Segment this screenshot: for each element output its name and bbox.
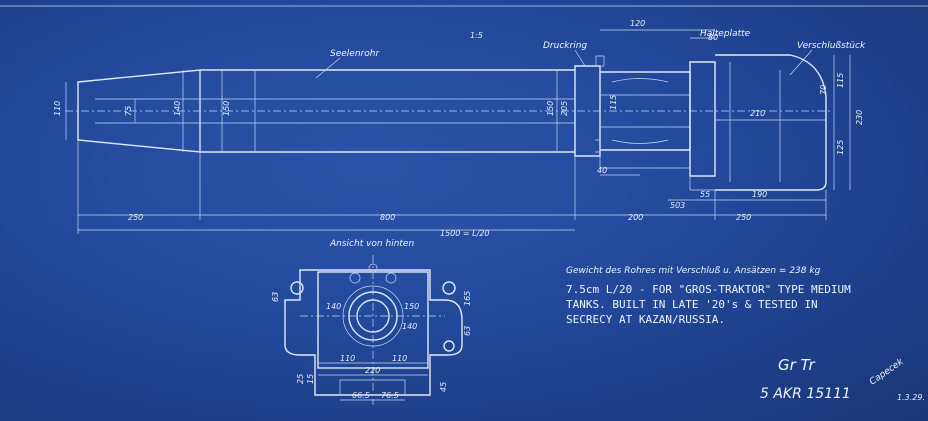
rear-dim-right-upper: 165 (463, 291, 472, 306)
dim-ring-inner: 150 (546, 101, 555, 116)
label-breech-block: Verschlußstück (797, 41, 866, 51)
dim-len-muzzle: 250 (128, 213, 143, 222)
dim-breech-inner: 210 (750, 109, 765, 118)
rear-dim-width: 220 (365, 366, 380, 375)
rear-dim-left-height: 63 (271, 292, 280, 302)
rear-dim-right-lower: 63 (463, 326, 472, 336)
dim-lower: 125 (836, 140, 845, 155)
note-weight: Gewicht des Rohres mit Verschluß u. Ansä… (566, 266, 821, 276)
rear-dim-base-left: 66.5 (352, 391, 370, 400)
dim-chamber: 115 (609, 95, 618, 110)
dim-ring-width: 40 (597, 166, 607, 175)
title-date: 1.3.29. (897, 393, 925, 402)
title-code: Gr Tr (778, 356, 816, 374)
rear-dim-bottom-b: 15 (306, 374, 315, 384)
dim-breech-length: 120 (630, 19, 645, 28)
label-pressure-ring: Druckring (543, 41, 587, 51)
rear-dim-bore-left: 140 (326, 302, 341, 311)
dim-len-middle: 800 (380, 213, 395, 222)
title-signature: Capecek (868, 357, 906, 388)
dim-barrel-mid: 140 (173, 101, 182, 116)
dim-span-c: 190 (752, 190, 767, 199)
rear-dim-base-right: 76.5 (381, 391, 399, 400)
rear-dim-bottom-a: 25 (296, 374, 305, 384)
label-barrel: Seelenrohr (330, 49, 380, 59)
note-line-1: 7.5cm L/20 - FOR "GROS-TRAKTOR" TYPE MED… (566, 283, 851, 296)
barrel-side-view (65, 54, 830, 191)
dim-len-rear: 200 (628, 213, 643, 222)
dim-ring-outer: 205 (560, 101, 569, 116)
dim-muzzle-outer: 110 (53, 101, 62, 116)
rear-dim-inner-140: 140 (402, 322, 417, 331)
dim-bore: 75 (124, 106, 133, 116)
dim-plate: 80 (708, 33, 718, 42)
dim-barrel-rear: 150 (222, 101, 231, 116)
rear-dim-half-left: 110 (340, 354, 355, 363)
note-line-3: SECRECY AT KAZAN/RUSSIA. (566, 313, 725, 326)
note-line-2: TANKS. BUILT IN LATE '20's & TESTED IN (566, 298, 818, 311)
rear-dim-half-right: 110 (392, 354, 407, 363)
side-dimension-lines (65, 29, 851, 234)
dim-total-height: 230 (855, 110, 864, 125)
rear-dim-bore-right: 150 (404, 302, 419, 311)
dim-span-a: 503 (670, 201, 685, 210)
label-rear-view: Ansicht von hinten (329, 239, 414, 249)
rear-dim-right-bottom: 45 (439, 382, 448, 392)
dim-upper: 115 (836, 73, 845, 88)
rear-view-drawing (284, 255, 463, 405)
dim-top-offset: 70 (819, 85, 828, 95)
label-retaining-plate: Halteplatte (700, 29, 751, 39)
dim-overall-length: 1500 = L/20 (440, 229, 489, 238)
dim-span-b: 55 (700, 190, 710, 199)
dim-len-breech: 250 (736, 213, 751, 222)
title-number: 5 AKR 15111 (760, 386, 851, 402)
scale-label: 1:5 (470, 31, 483, 40)
